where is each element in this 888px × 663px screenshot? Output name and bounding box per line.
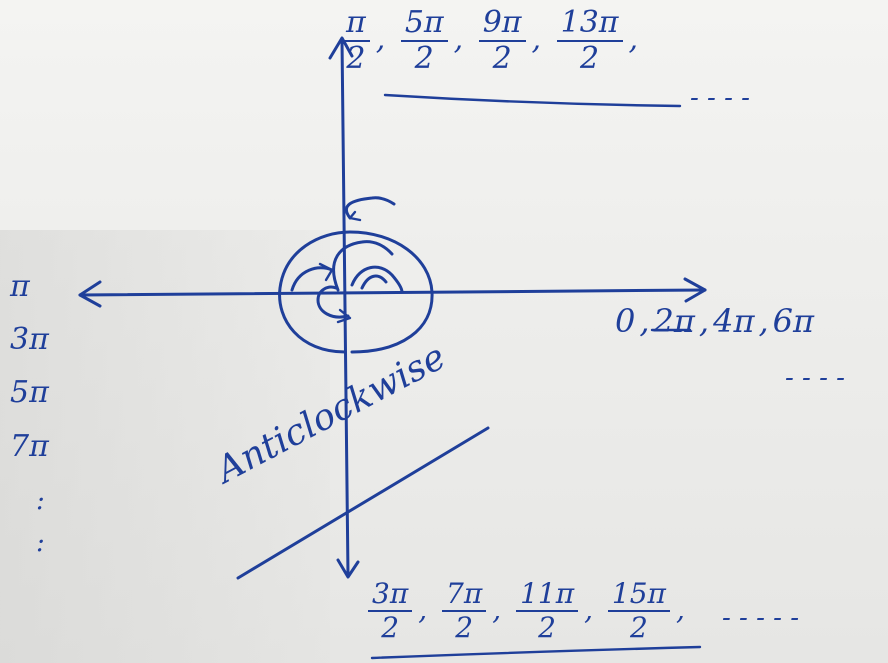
negative-x-angle-3: 5π xyxy=(10,375,49,410)
rotation-arc-3 xyxy=(350,265,404,294)
rotation-arc-2-arrowhead xyxy=(318,262,334,282)
positive-y-continuation: - - - - xyxy=(690,83,750,113)
negative-x-angle-1: π xyxy=(10,269,30,304)
anticlockwise-underline xyxy=(236,426,490,580)
angle-label: 4π xyxy=(713,302,755,340)
x-axis-right-arrow xyxy=(683,277,707,303)
outer-rotation-loop xyxy=(278,230,434,354)
x-axis-left-arrow xyxy=(78,280,102,308)
positive-x-angle-list: 0,2π,4π,6π xyxy=(615,302,815,340)
angle-label: 6π xyxy=(772,302,815,340)
angle-label: 2π xyxy=(653,302,695,340)
inner-rotation-arc xyxy=(316,285,350,319)
x-axis xyxy=(78,288,707,297)
outer-start-arrow-stroke xyxy=(344,196,396,220)
inner-rotation-arrowhead xyxy=(336,308,352,324)
negative-x-continuation: : xyxy=(36,486,45,516)
rotation-arc-4 xyxy=(360,274,388,290)
angle-label: 0 xyxy=(615,302,636,340)
y-axis-down-arrow xyxy=(336,558,360,579)
positive-x-continuation: - - - - xyxy=(785,363,845,393)
negative-x-angle-2: 3π xyxy=(10,322,49,357)
y-axis xyxy=(340,38,350,577)
negative-y-continuation: - - - - - xyxy=(722,603,799,633)
rotation-arc-1 xyxy=(332,240,394,292)
top-underline xyxy=(383,93,682,108)
y-axis-up-arrow xyxy=(328,36,354,60)
bottom-underline xyxy=(370,645,702,660)
negative-x-angle-4: 7π xyxy=(10,429,49,464)
negative-x-continuation-2: : xyxy=(36,528,45,558)
outer-start-arrowhead xyxy=(348,210,362,222)
